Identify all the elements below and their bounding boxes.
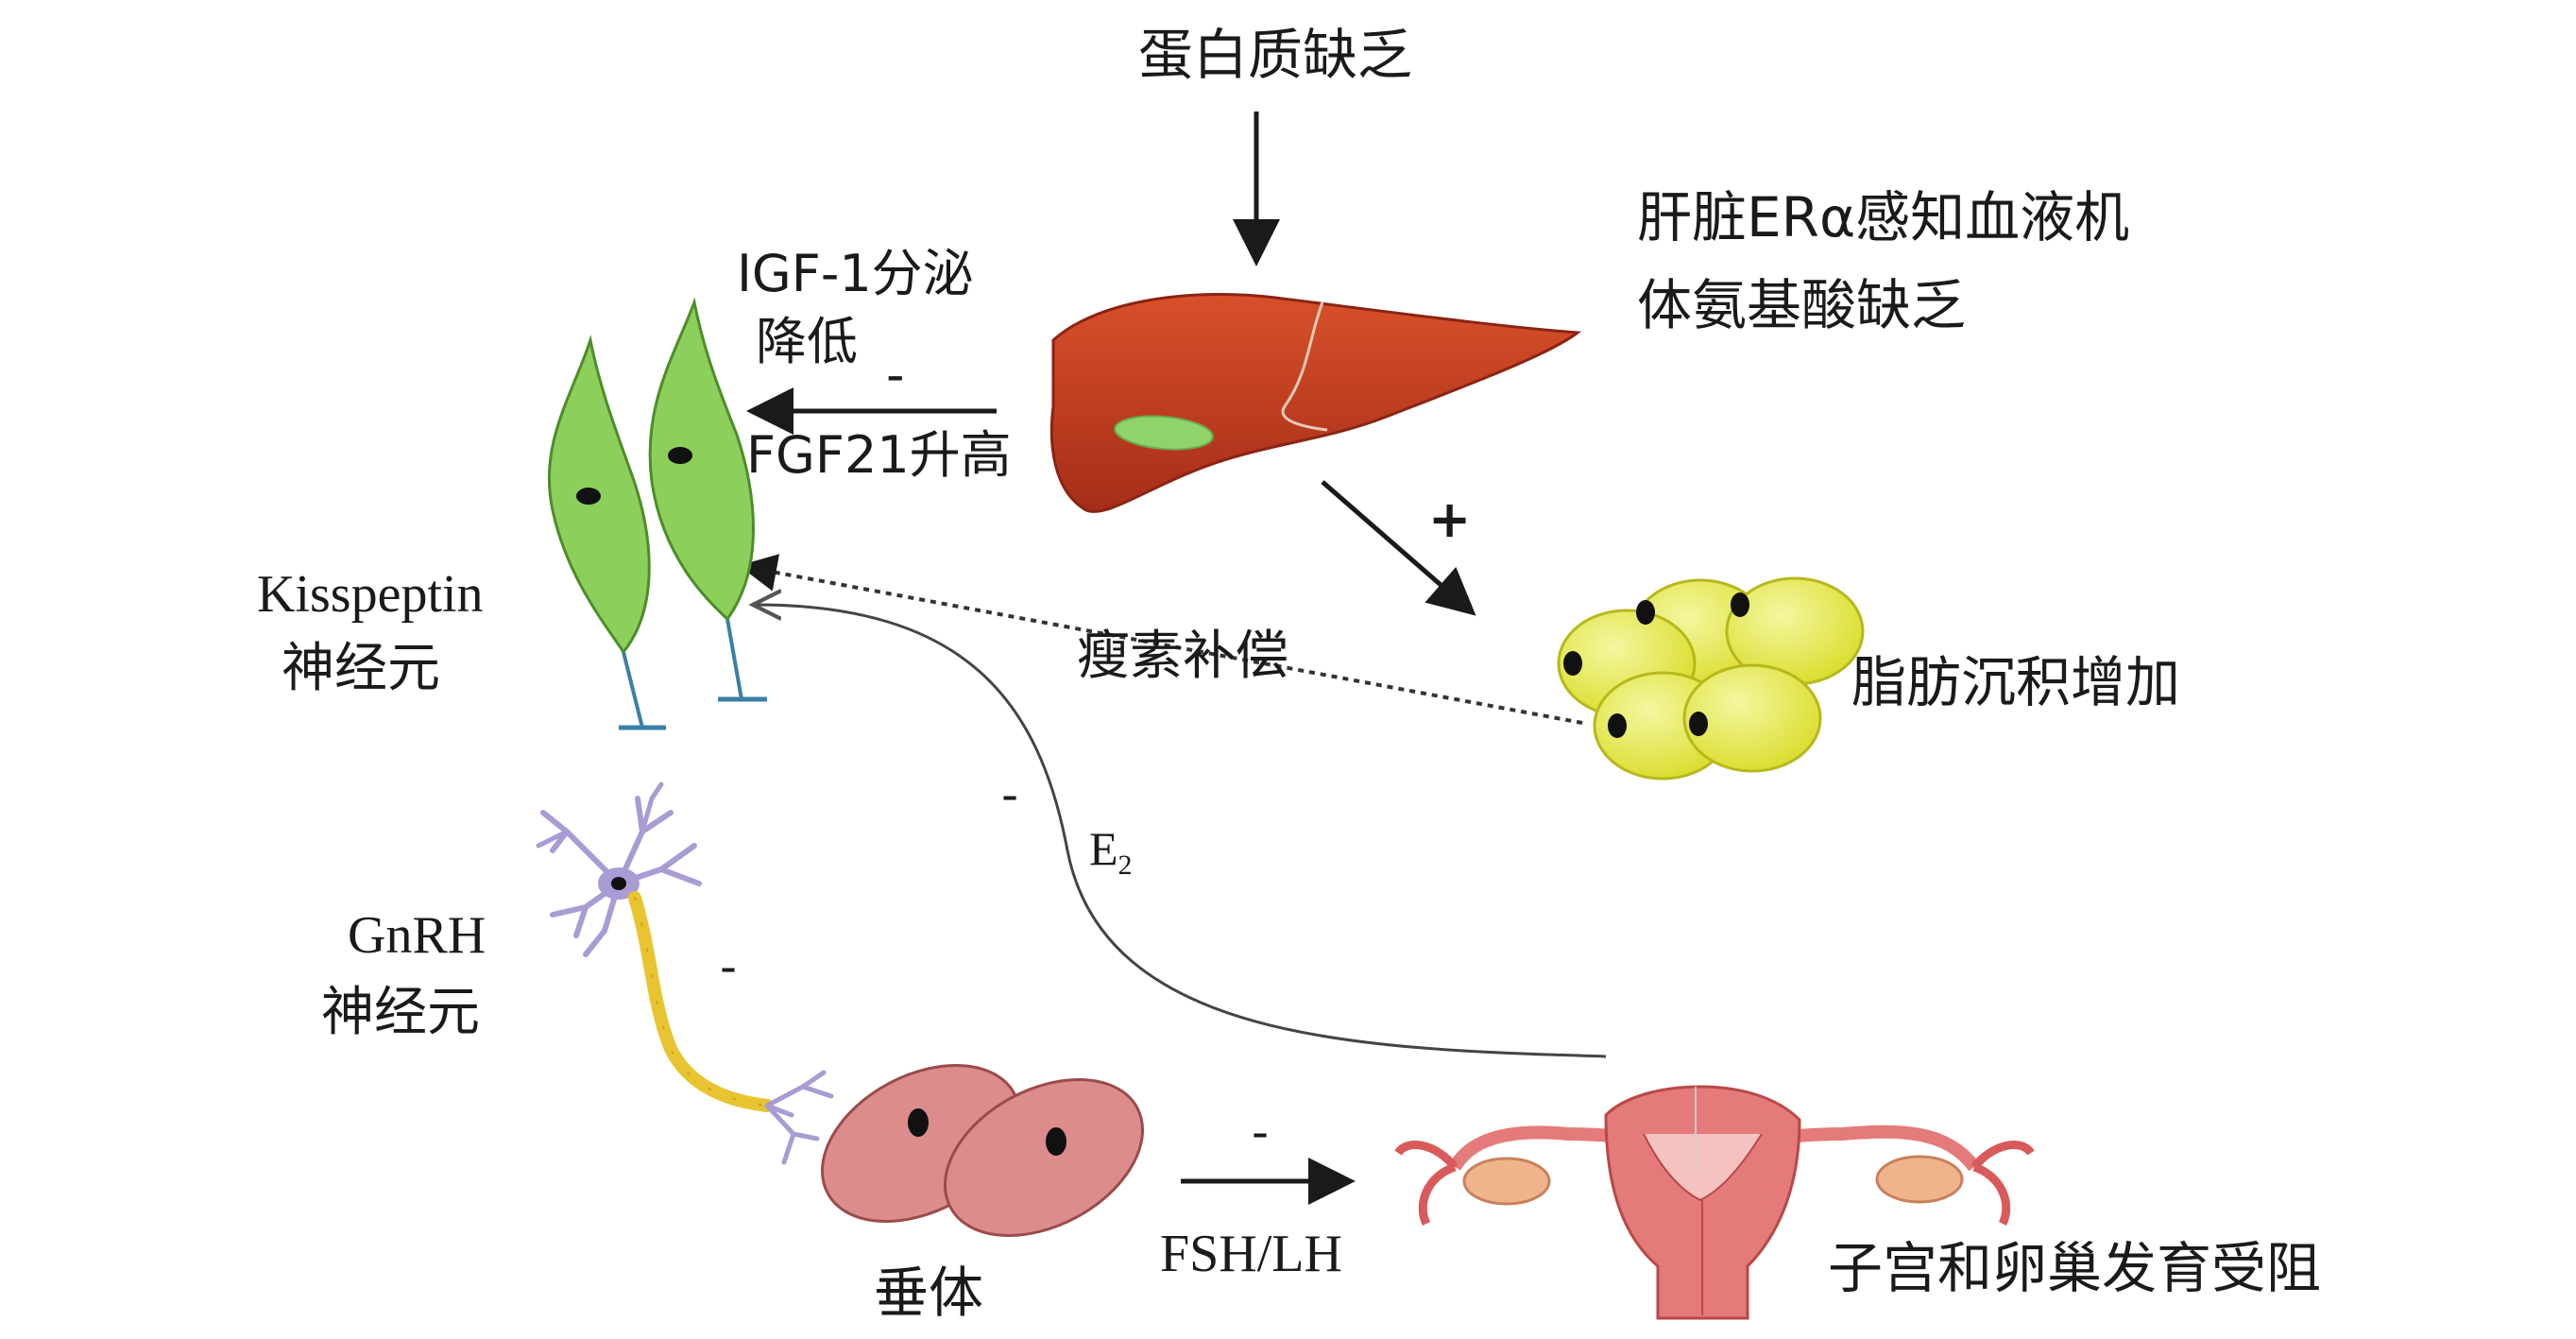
label-pituitary: 垂体 [874, 1261, 983, 1325]
kisspeptin-neurons [547, 297, 767, 730]
arrow-e2-feedback [756, 605, 1607, 1058]
label-igf-line1: IGF-1分泌 [737, 244, 974, 303]
sign-igf-minus: - [886, 345, 905, 404]
sign-liver-fat-plus: + [1428, 489, 1471, 549]
label-fgf21: FGF21升高 [746, 425, 1012, 485]
label-uterus-ovary: 子宫和卵巢发育受阻 [1828, 1236, 2321, 1300]
label-kisspeptin-line2: 神经元 [281, 638, 440, 699]
liver-illustration [1049, 292, 1582, 513]
sign-e2-minus: - [1001, 767, 1018, 822]
label-fsh-lh: FSH/LH [1160, 1225, 1342, 1283]
label-fat-deposition: 脂肪沉积增加 [1851, 650, 2180, 714]
label-e2: E2 [1089, 822, 1133, 881]
label-gnrh-line1: GnRH [348, 906, 486, 965]
pituitary-cells [820, 1064, 1145, 1237]
sign-gnrh-minus: - [720, 939, 737, 994]
fat-cells [1557, 576, 1865, 781]
label-igf-line2: 降低 [756, 312, 858, 371]
label-protein-deficiency: 蛋白质缺乏 [1138, 23, 1412, 87]
gnrh-neuron [536, 781, 834, 1165]
arrow-liver-to-fat [1321, 480, 1476, 616]
label-leptin-compensation: 瘦素补偿 [1077, 626, 1288, 687]
label-kisspeptin-line1: Kisspeptin [257, 565, 484, 624]
label-liver-sense-line1: 肝脏ERα感知血液机 [1637, 185, 2129, 249]
sign-fsh-minus: - [1252, 1105, 1269, 1159]
label-gnrh-line2: 神经元 [321, 982, 480, 1043]
label-liver-sense-line2: 体氨基酸缺乏 [1637, 273, 1966, 337]
uterus-ovaries [1394, 1085, 2035, 1320]
